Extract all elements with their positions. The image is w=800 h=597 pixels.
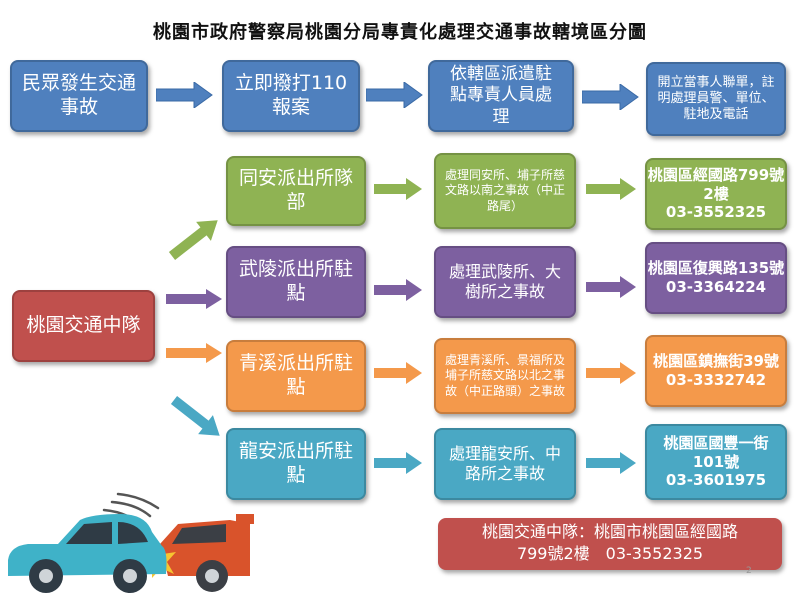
arrow-step2-icon: [366, 82, 423, 108]
contact-wuling-address: 桃園區復興路135號: [647, 259, 785, 278]
scope-qingxi-box: 處理青溪所、景福所及埔子所慈文路以北之事故（中正路頭）之事故: [434, 338, 576, 414]
arrow-hub-tongan-icon: [168, 220, 218, 260]
arrow-longan-scope-icon: [374, 452, 422, 474]
arrow-wuling-contact-icon: [586, 276, 636, 298]
hub-traffic-squad-text: 桃園交通中隊: [26, 314, 141, 337]
hq-address-line2: 799號2樓 03-3552325: [516, 543, 704, 563]
contact-longan-phone: 03-3601975: [665, 471, 767, 490]
unit-qingxi-box: 青溪派出所駐點: [226, 340, 366, 412]
contact-qingxi-phone: 03-3332742: [665, 371, 767, 389]
arrow-hub-qingxi-icon: [166, 343, 222, 363]
contact-qingxi-box: 桃園區鎮撫街39號 03-3332742: [645, 335, 787, 407]
arrow-qingxi-contact-icon: [586, 362, 636, 384]
scope-longan-box: 處理龍安所、中路所之事故: [434, 428, 576, 500]
step-call-text: 立即撥打110報案: [234, 72, 348, 118]
unit-tongan-name: 同安派出所隊部: [238, 167, 353, 213]
unit-wuling-box: 武陵派出所駐點: [226, 246, 366, 318]
arrow-hub-longan-icon: [170, 396, 220, 436]
contact-wuling-box: 桃園區復興路135號 03-3364224: [645, 242, 787, 314]
car-crash-illustration-icon: [8, 492, 254, 593]
arrow-tongan-contact-icon: [586, 178, 636, 200]
scope-longan-text: 處理龍安所、中路所之事故: [448, 444, 561, 483]
scope-wuling-box: 處理武陵所、大樹所之事故: [434, 246, 576, 318]
contact-longan-address: 桃園區國豐一街101號: [663, 433, 769, 471]
diagram-title: 桃園市政府警察局桃園分局專責化處理交通事故轄境區分圖: [153, 22, 647, 43]
step-accident-box: 民眾發生交通事故: [10, 60, 148, 132]
step-ticket-box: 開立當事人聯單，註明處理員警、單位、駐地及電話: [646, 62, 786, 136]
hub-traffic-squad-box: 桃園交通中隊: [12, 290, 155, 362]
contact-tongan-address: 桃園區經國路799號2樓: [647, 165, 785, 203]
contact-wuling-phone: 03-3364224: [665, 278, 767, 296]
arrow-qingxi-scope-icon: [374, 362, 422, 384]
scope-qingxi-text: 處理青溪所、景福所及埔子所慈文路以北之事故（中正路頭）之事故: [444, 352, 565, 398]
unit-wuling-name: 武陵派出所駐點: [238, 258, 353, 304]
contact-longan-box: 桃園區國豐一街101號 03-3601975: [645, 424, 787, 500]
step-accident-text: 民眾發生交通事故: [22, 72, 137, 118]
arrow-step3-icon: [582, 84, 639, 110]
step-ticket-text: 開立當事人聯單，註明處理員警、單位、駐地及電話: [657, 74, 775, 123]
scope-tongan-text: 處理同安所、埔子所慈文路以南之事故（中正路尾）: [444, 167, 565, 213]
contact-tongan-box: 桃園區經國路799號2樓 03-3552325: [645, 158, 787, 230]
contact-qingxi-address: 桃園區鎮撫街39號: [653, 352, 779, 371]
arrow-step1-icon: [156, 82, 213, 108]
arrow-longan-contact-icon: [586, 452, 636, 474]
arrow-hub-wuling-icon: [166, 289, 222, 309]
hq-address-box: 桃園交通中隊：桃園市桃園區經國路 799號2樓 03-3552325: [438, 518, 782, 570]
unit-qingxi-name: 青溪派出所駐點: [238, 352, 353, 398]
step-dispatch-text: 依轄區派遣駐點專責人員處理: [450, 64, 552, 127]
arrow-tongan-scope-icon: [374, 178, 422, 200]
scope-tongan-box: 處理同安所、埔子所慈文路以南之事故（中正路尾）: [434, 153, 576, 229]
scope-wuling-text: 處理武陵所、大樹所之事故: [448, 262, 561, 301]
contact-tongan-phone: 03-3552325: [665, 203, 767, 222]
step-call-box: 立即撥打110報案: [222, 60, 360, 132]
hq-address-line1: 桃園交通中隊：桃園市桃園區經國路: [481, 522, 738, 541]
unit-longan-name: 龍安派出所駐點: [238, 440, 353, 486]
unit-longan-box: 龍安派出所駐點: [226, 428, 366, 500]
arrow-wuling-scope-icon: [374, 279, 422, 301]
page-number: 2: [746, 566, 752, 576]
unit-tongan-box: 同安派出所隊部: [226, 156, 366, 226]
step-dispatch-box: 依轄區派遣駐點專責人員處理: [428, 60, 574, 132]
